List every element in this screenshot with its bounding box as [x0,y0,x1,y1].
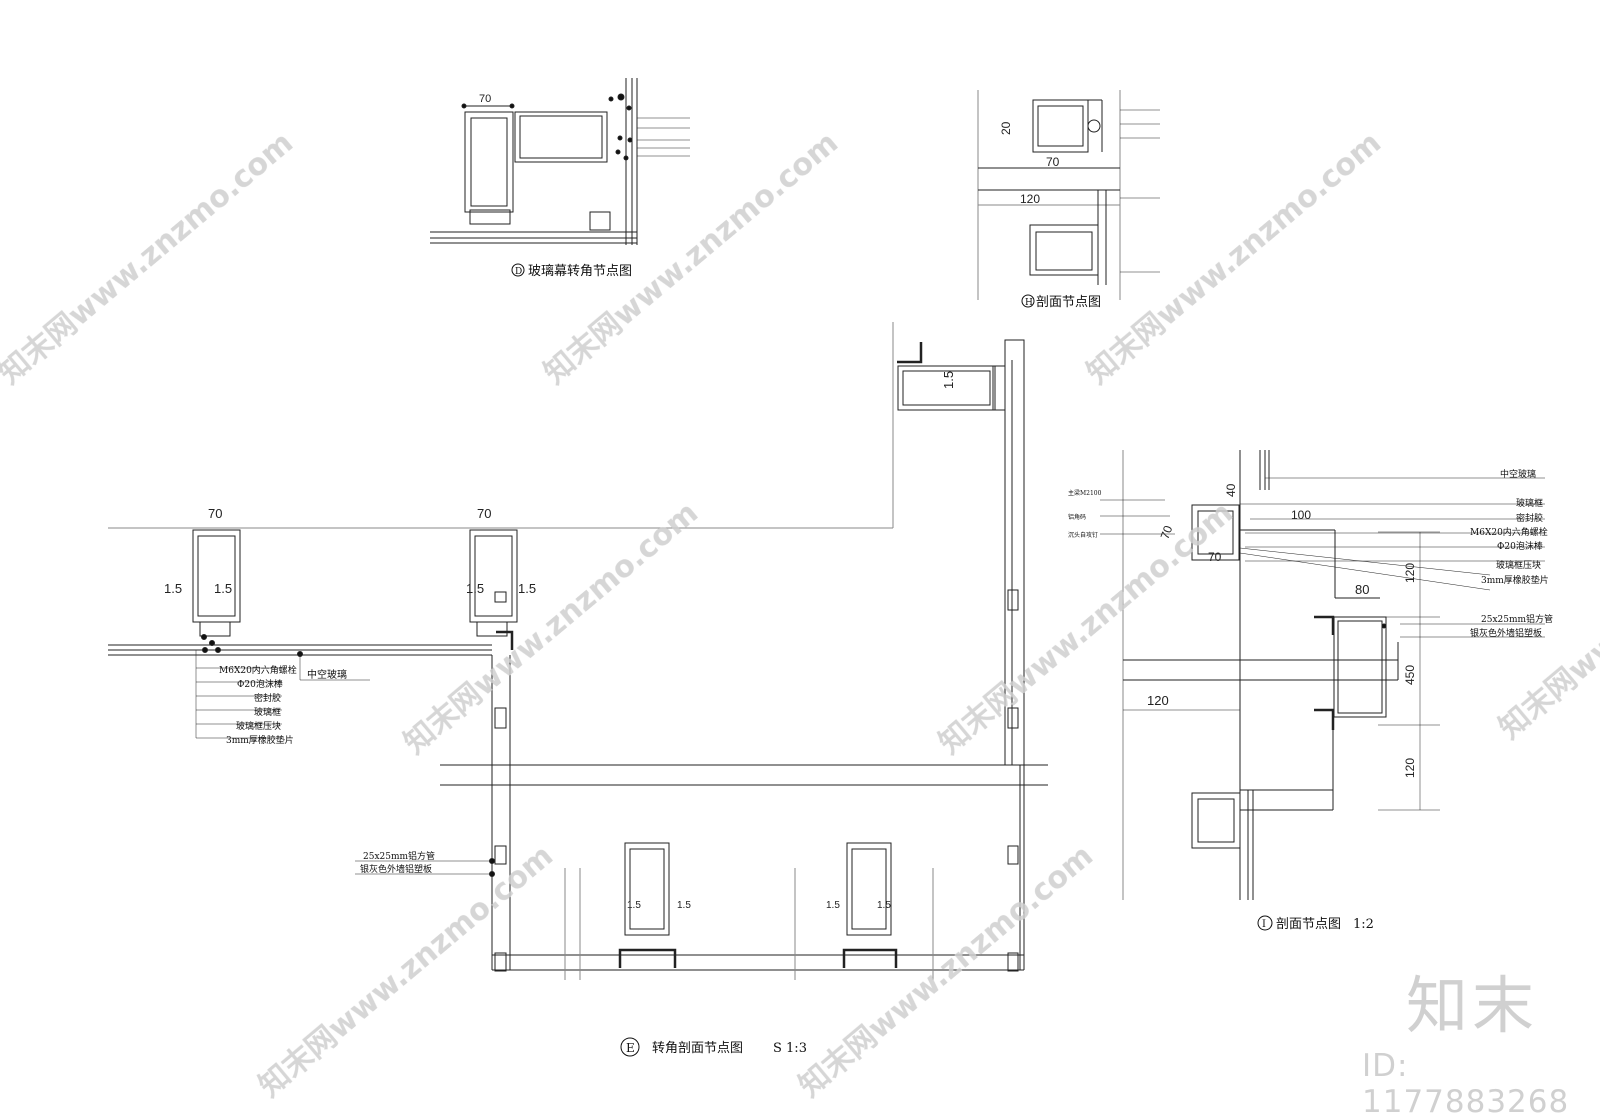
detail-h [977,90,1160,300]
detail-d [430,78,690,245]
i-callout-glass: 中空玻璃 [1500,468,1536,480]
h-top-height-dim: 20 [999,121,1013,135]
e-gap-dim-5: 1.5 [941,371,956,389]
i-callout-sealant: 密封胶 [1516,512,1543,524]
detail-e [108,322,1048,980]
e-title-marker [620,1037,640,1057]
e-gap-dim-6: 1.5 [627,900,641,911]
watermark-text-2: 知末网www.znzmo.com [538,125,845,391]
h-top-width-dim: 70 [1046,155,1060,169]
e-callout-glass: 中空玻璃 [307,668,347,681]
e-callout-bolt: M6X20内六角螺栓 [219,664,297,676]
i-callout-angle: 铝角码 [1068,513,1086,521]
e-callout-panel: 银灰色外墙铝塑板 [360,863,432,875]
i-rotated-40-dim: 40 [1224,483,1238,497]
h-title-marker [1021,294,1035,308]
i-width-80-dim: 80 [1355,582,1369,597]
e-gap-dim-7: 1.5 [677,900,691,911]
e-title: 转角剖面节点图 [652,1041,743,1056]
watermark-logo: 知末 [1406,969,1539,1042]
i-title-marker [1257,915,1273,931]
i-title-marker-letter: I [1262,919,1266,930]
i-height-120-dim-2: 120 [1403,758,1417,778]
e-gap-dim-1: 1.5 [164,581,182,596]
i-callout-clamp: 玻璃框压块 [1496,559,1541,571]
i-height-120-dim-1: 120 [1403,563,1417,583]
e-title-marker-letter: E [626,1041,635,1055]
i-callout-frame: 玻璃框 [1516,497,1543,509]
h-title-marker-letter: H [1025,298,1033,308]
e-callout-tube: 25x25mm铝方管 [363,850,435,862]
i-callout-screw: 沉头自攻钉 [1068,531,1098,539]
e-gap-dim-3: 1.5 [466,581,484,596]
i-width-120-dim: 120 [1147,693,1169,708]
e-callout-clamp: 玻璃框压块 [236,720,281,732]
e-frame-width-dim-2: 70 [477,506,491,521]
i-callout-foam: Φ20泡沫棒 [1497,540,1543,552]
i-callout-gasket: 3mm厚橡胶垫片 [1481,574,1549,586]
e-gap-dim-4: 1.5 [518,581,536,596]
e-frame-width-dim-1: 70 [208,506,222,521]
e-gap-dim-9: 1.5 [877,900,891,911]
e-callout-frame: 玻璃框 [254,706,281,718]
e-callout-gasket: 3mm厚橡胶垫片 [226,734,294,746]
i-height-450-dim: 450 [1403,665,1417,685]
e-callout-sealant: 密封胶 [254,692,281,704]
i-scale: 1:2 [1353,917,1374,932]
detail-i [1100,450,1545,900]
h-mid-width-dim: 120 [1020,192,1040,206]
watermark-text-1: 知末网www.znzmo.com [0,125,300,391]
watermark-id: ID: 1177883268 [1362,1048,1570,1120]
e-callout-foam: Φ20泡沫棒 [237,678,283,690]
watermark-text-8: 知末网www.znzmo.com [1493,480,1600,746]
i-callout-panel: 银灰色外墙铝塑板 [1470,627,1542,639]
i-bottom-70-dim: 70 [1208,550,1222,564]
i-title: 剖面节点图 [1276,917,1341,932]
i-rotated-70-dim: 70 [1158,523,1176,541]
watermark-text-4: 知末网www.znzmo.com [398,495,705,761]
d-title-marker-letter: D [515,267,522,277]
i-callout-tube: 25x25mm铝方管 [1481,613,1553,625]
h-title: 剖面节点图 [1036,295,1101,310]
d-title-marker [511,263,525,277]
watermark-text-3: 知末网www.znzmo.com [1081,125,1388,391]
i-callout-beam: 主梁M2100 [1068,489,1102,497]
d-title: 玻璃幕转角节点图 [528,264,632,279]
d-width-dim: 70 [479,93,491,105]
i-width-100-dim: 100 [1291,508,1311,522]
e-gap-dim-8: 1.5 [826,900,840,911]
e-gap-dim-2: 1.5 [214,581,232,596]
e-scale: S 1:3 [773,1041,807,1056]
i-callout-bolt: M6X20内六角螺栓 [1470,526,1548,538]
